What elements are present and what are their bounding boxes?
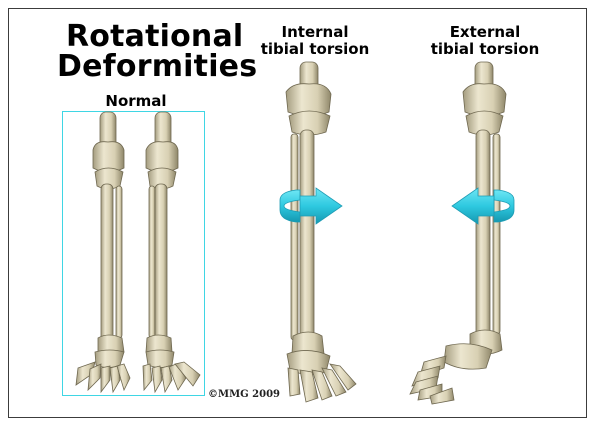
int-fibula: [291, 134, 298, 340]
toe-left-3: [101, 366, 110, 392]
tibia-right: [155, 184, 167, 342]
tibia-left: [101, 184, 113, 342]
toe-right-2: [152, 366, 162, 392]
copyright-notice: ©MMG 2009: [208, 389, 280, 400]
ext-fibula: [493, 134, 500, 334]
fibula-right: [149, 186, 155, 338]
toe-right-1: [143, 364, 152, 390]
normal-left-leg: [76, 112, 130, 392]
ext-tibia: [476, 130, 490, 342]
int-tibia: [300, 130, 314, 348]
int-toe-5: [288, 368, 300, 396]
fibula-left: [116, 186, 122, 338]
ext-midfoot: [444, 344, 492, 369]
normal-right-leg: [143, 112, 200, 392]
knee-left: [93, 142, 124, 172]
external-torsion-leg: [410, 62, 506, 404]
knee-right: [146, 142, 178, 172]
internal-torsion-leg: [286, 62, 356, 402]
